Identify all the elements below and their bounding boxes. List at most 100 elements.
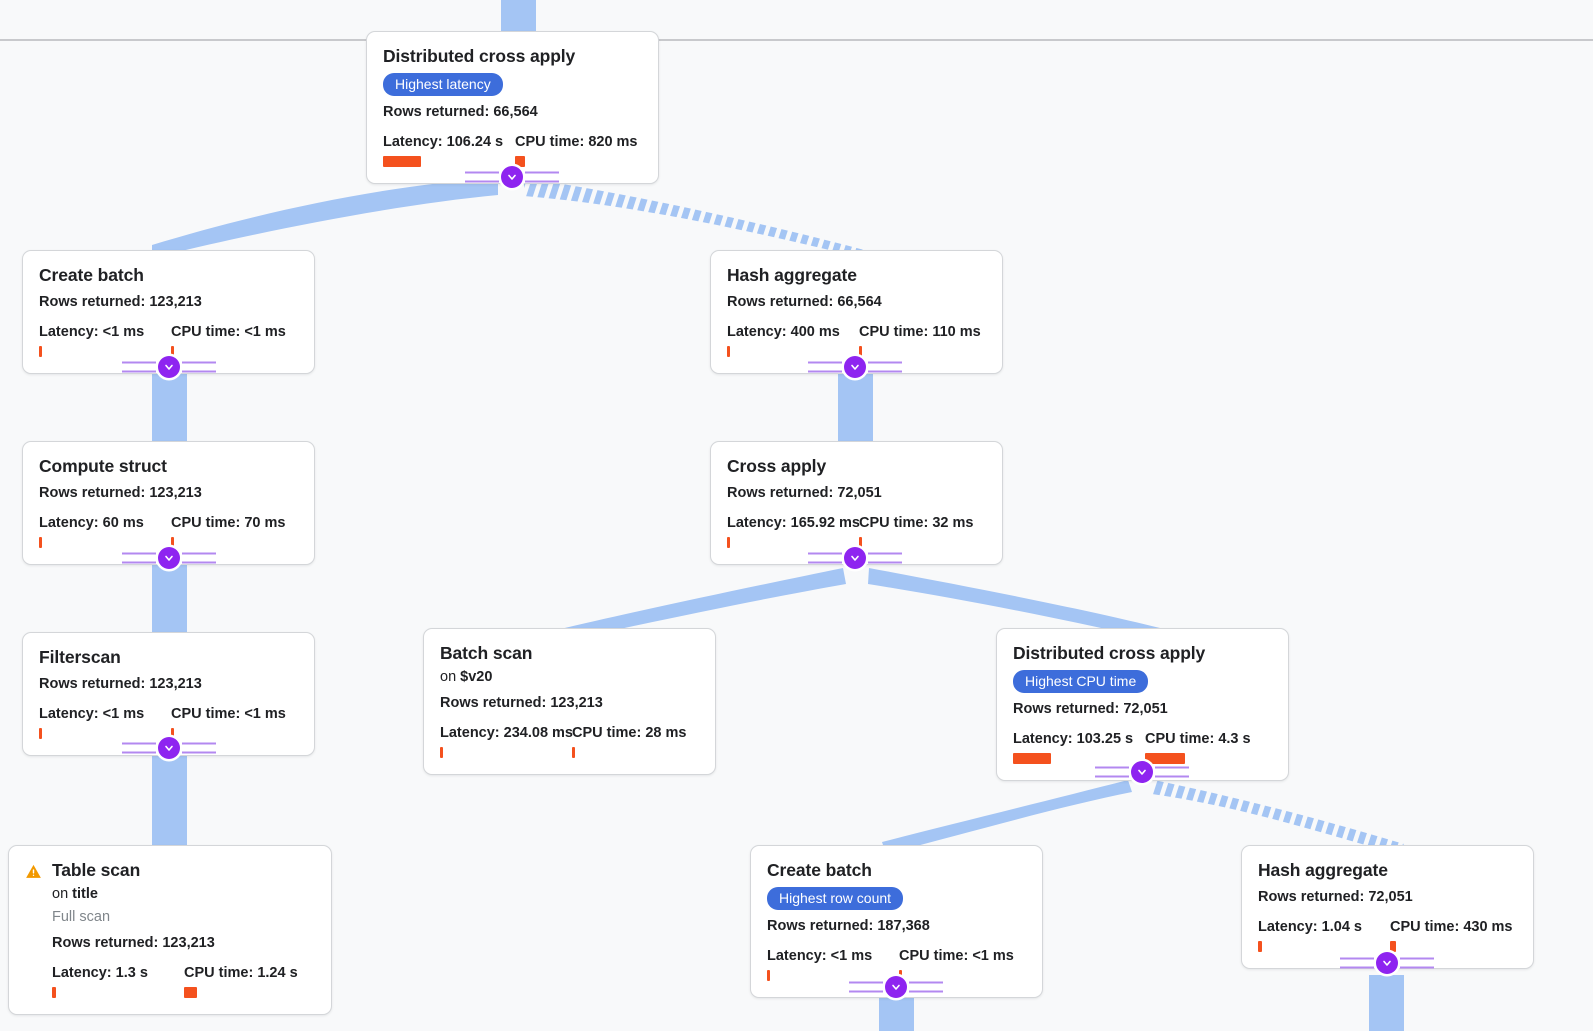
plan-node-cross-apply[interactable]: Cross apply Rows returned: 72,051 Latenc… <box>710 441 1003 566</box>
node-target: on $v20 <box>440 667 699 688</box>
cpu-label: CPU time: 32 ms <box>859 514 974 531</box>
expander-hash-aggregate-lower[interactable] <box>1340 952 1434 974</box>
expander-rail-left <box>1095 766 1129 778</box>
chevron-down-icon[interactable] <box>1131 761 1153 783</box>
cpu-metric: CPU time: 820 ms <box>515 134 638 168</box>
cpu-label: CPU time: <1 ms <box>899 947 1014 964</box>
expander-rail-right <box>182 361 216 373</box>
latency-label: Latency: 234.08 ms <box>440 724 573 741</box>
cpu-label: CPU time: 28 ms <box>572 724 687 741</box>
chevron-down-icon[interactable] <box>501 166 523 188</box>
latency-bar <box>1258 941 1262 953</box>
rows-returned: Rows returned: 123,213 <box>39 484 202 501</box>
cpu-bar <box>184 987 197 999</box>
chevron-down-icon[interactable] <box>158 356 180 378</box>
plan-node-create-batch-left[interactable]: Create batch Rows returned: 123,213 Late… <box>22 250 315 375</box>
cpu-label: CPU time: 1.24 s <box>184 964 298 981</box>
cpu-metric: CPU time: <1 ms <box>171 706 286 740</box>
latency-metric: Latency: 1.3 s <box>52 964 184 999</box>
chevron-down-icon[interactable] <box>1376 952 1398 974</box>
plan-node-root-distributed-cross-apply[interactable]: Distributed cross apply Highest latency … <box>366 31 659 185</box>
cpu-bar <box>859 537 862 549</box>
latency-label: Latency: <1 ms <box>39 705 145 722</box>
node-title: Compute struct <box>39 456 167 476</box>
expander-create-batch-lower[interactable] <box>849 976 943 998</box>
expander-rail-left <box>465 171 499 183</box>
cpu-metric: CPU time: <1 ms <box>171 324 286 358</box>
top-divider <box>0 39 1593 41</box>
status-badge: Highest CPU time <box>1013 669 1149 693</box>
plan-node-filterscan[interactable]: Filterscan Rows returned: 123,213 Latenc… <box>22 632 315 757</box>
node-title: Create batch <box>767 860 872 880</box>
latency-label: Latency: 1.3 s <box>52 964 148 981</box>
plan-node-hash-aggregate-lower[interactable]: Hash aggregate Rows returned: 72,051 Lat… <box>1241 845 1534 970</box>
cpu-metric: CPU time: 4.3 s <box>1145 731 1251 765</box>
target-name: $v20 <box>460 668 493 685</box>
node-title: Distributed cross apply <box>383 46 576 66</box>
chevron-down-icon[interactable] <box>158 547 180 569</box>
latency-bar <box>727 346 730 358</box>
expander-filterscan[interactable] <box>122 737 216 759</box>
cpu-bar <box>859 346 862 358</box>
rows-returned: Rows returned: 123,213 <box>440 694 603 711</box>
status-badge: Highest row count <box>767 886 904 910</box>
latency-metric: Latency: 106.24 s <box>383 134 515 168</box>
expander-rail-left <box>808 552 842 564</box>
latency-bar <box>39 346 42 358</box>
status-badge: Highest latency <box>383 72 503 96</box>
rows-returned: Rows returned: 123,213 <box>39 293 202 310</box>
latency-metric: Latency: 400 ms <box>727 323 859 358</box>
expander-rail-right <box>868 361 902 373</box>
target-name: title <box>72 885 98 902</box>
latency-label: Latency: 165.92 ms <box>727 514 860 531</box>
latency-label: Latency: <1 ms <box>767 947 873 964</box>
node-target: on title <box>52 884 315 905</box>
plan-node-hash-aggregate-upper[interactable]: Hash aggregate Rows returned: 66,564 Lat… <box>710 250 1003 375</box>
latency-bar <box>767 970 770 982</box>
cpu-bar <box>515 156 525 168</box>
expander-rail-right <box>182 552 216 564</box>
cpu-bar <box>1145 753 1185 765</box>
latency-label: Latency: 60 ms <box>39 514 144 531</box>
latency-bar <box>52 987 56 999</box>
chevron-down-icon[interactable] <box>885 976 907 998</box>
rows-returned: Rows returned: 187,368 <box>767 917 930 934</box>
latency-label: Latency: 400 ms <box>727 323 840 340</box>
expander-compute-struct[interactable] <box>122 547 216 569</box>
plan-node-batch-scan[interactable]: Batch scan on $v20 Rows returned: 123,21… <box>423 628 716 776</box>
latency-bar <box>727 537 730 549</box>
node-title: Cross apply <box>727 456 827 476</box>
cpu-metric: CPU time: 28 ms <box>572 724 687 759</box>
cpu-label: CPU time: 110 ms <box>859 323 981 340</box>
expander-rail-right <box>182 742 216 754</box>
node-title: Create batch <box>39 265 144 285</box>
latency-metric: Latency: 103.25 s <box>1013 731 1145 765</box>
plan-node-table-scan[interactable]: Table scan on title Full scan Rows retur… <box>8 845 332 1016</box>
expander-create-batch-left[interactable] <box>122 356 216 378</box>
expander-hash-aggregate-upper[interactable] <box>808 356 902 378</box>
rows-returned: Rows returned: 72,051 <box>727 484 882 501</box>
node-title: Table scan <box>52 860 141 880</box>
plan-node-distributed-cross-apply-lower[interactable]: Distributed cross apply Highest CPU time… <box>996 628 1289 782</box>
plan-node-create-batch-lower[interactable]: Create batch Highest row count Rows retu… <box>750 845 1043 999</box>
latency-metric: Latency: <1 ms <box>39 705 171 740</box>
latency-bar <box>39 537 42 549</box>
chevron-down-icon[interactable] <box>158 737 180 759</box>
node-title: Hash aggregate <box>727 265 857 285</box>
cpu-metric: CPU time: <1 ms <box>899 947 1014 982</box>
plan-node-compute-struct[interactable]: Compute struct Rows returned: 123,213 La… <box>22 441 315 566</box>
expander-rail-left <box>122 552 156 564</box>
latency-bar <box>1013 753 1051 765</box>
latency-metric: Latency: <1 ms <box>767 947 899 982</box>
cpu-bar <box>171 537 174 549</box>
expander-distributed-cross-apply-lower[interactable] <box>1095 761 1189 783</box>
chevron-down-icon[interactable] <box>844 356 866 378</box>
cpu-metric: CPU time: 430 ms <box>1390 919 1513 953</box>
chevron-down-icon[interactable] <box>844 547 866 569</box>
on-prefix: on <box>440 668 457 685</box>
expander-root-distributed-cross-apply[interactable] <box>465 166 559 188</box>
expander-rail-left <box>122 742 156 754</box>
expander-cross-apply[interactable] <box>808 547 902 569</box>
node-title: Batch scan <box>440 643 533 663</box>
